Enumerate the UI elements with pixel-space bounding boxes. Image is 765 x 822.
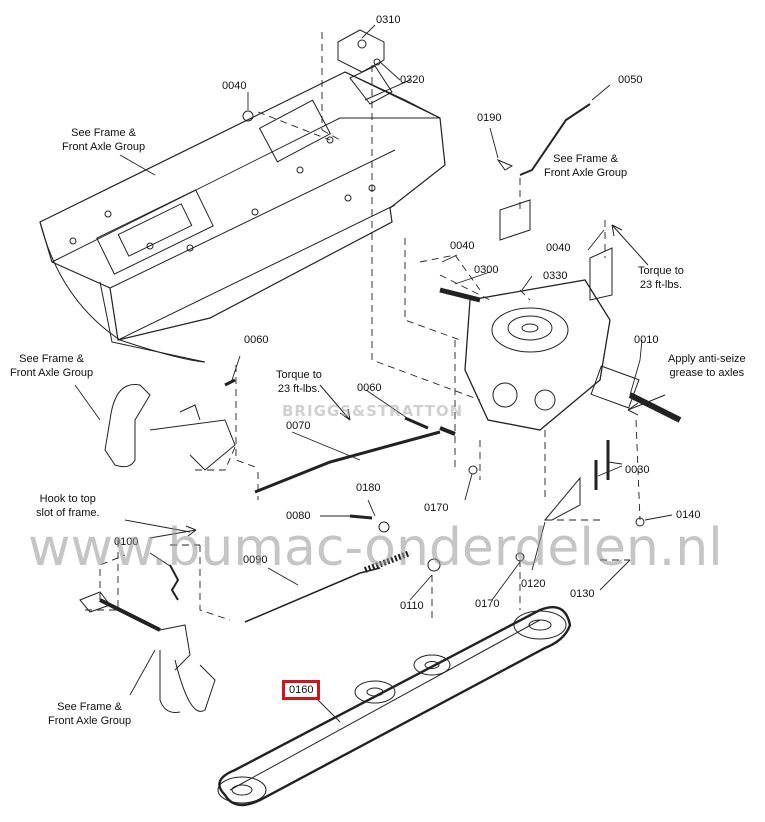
note-torque-mid: Torque to 23 ft-lbs. bbox=[276, 369, 322, 395]
note-torque-right: Torque to 23 ft-lbs. bbox=[638, 265, 684, 291]
bracket-0120 bbox=[543, 476, 581, 521]
bracket-upper bbox=[499, 199, 531, 241]
label-0080: 0080 bbox=[286, 510, 311, 522]
transaxle bbox=[439, 279, 682, 431]
label-0330: 0330 bbox=[543, 270, 568, 282]
site-watermark: www.bumac-onderdelen.nl bbox=[28, 518, 723, 578]
pedal-linkage-left bbox=[104, 383, 236, 471]
label-0160-highlighted: 0160 bbox=[282, 680, 321, 700]
nut-0170-mid bbox=[468, 465, 478, 475]
note-anti-seize: Apply anti-seize grease to axles bbox=[668, 353, 746, 379]
label-0190: 0190 bbox=[477, 112, 502, 124]
label-0040-frame: 0040 bbox=[222, 80, 247, 92]
label-0120: 0120 bbox=[521, 578, 546, 590]
belt-0160 bbox=[217, 605, 572, 807]
label-0100: 0100 bbox=[114, 536, 139, 548]
brand-watermark: BRIGGS&STRATTON bbox=[282, 402, 464, 420]
clip-0190 bbox=[496, 158, 514, 171]
pulley-right bbox=[513, 610, 567, 640]
label-0090: 0090 bbox=[243, 554, 268, 566]
bracket-0310 bbox=[337, 29, 385, 73]
note-frame-bottom: See Frame & Front Axle Group bbox=[48, 701, 132, 727]
arrows bbox=[149, 224, 666, 539]
label-0180: 0180 bbox=[356, 482, 381, 494]
bracket-right bbox=[589, 247, 613, 301]
label-0310: 0310 bbox=[376, 14, 401, 26]
label-0140: 0140 bbox=[676, 509, 701, 521]
rod-0050 bbox=[519, 103, 591, 176]
label-0040-mid: 0040 bbox=[450, 240, 475, 252]
label-0170-lower: 0170 bbox=[475, 598, 500, 610]
pedal-assembly-lower bbox=[79, 591, 216, 713]
label-0060-left: 0060 bbox=[244, 334, 269, 346]
nut-0040-frame bbox=[242, 110, 254, 122]
label-0130: 0130 bbox=[570, 588, 595, 600]
note-hook: Hook to top slot of frame. bbox=[36, 493, 100, 519]
label-0040-right: 0040 bbox=[546, 242, 571, 254]
pin-0060-left bbox=[224, 378, 236, 387]
label-0060-mid: 0060 bbox=[357, 382, 382, 394]
note-frame-mid: See Frame & Front Axle Group bbox=[544, 153, 628, 179]
label-0300: 0300 bbox=[474, 264, 499, 276]
leader-lines bbox=[74, 24, 673, 723]
spring-0100 bbox=[169, 564, 180, 601]
label-0320: 0320 bbox=[400, 74, 425, 86]
frame-assembly bbox=[39, 65, 446, 363]
spring-0090 bbox=[363, 550, 412, 573]
label-0070: 0070 bbox=[286, 420, 311, 432]
cable-0090 bbox=[244, 567, 381, 623]
pulley-center bbox=[354, 680, 396, 704]
bolt-0080 bbox=[349, 514, 373, 520]
note-frame-left: See Frame & Front Axle Group bbox=[10, 353, 94, 379]
label-0050: 0050 bbox=[618, 74, 643, 86]
rod-0070 bbox=[254, 430, 441, 494]
label-0030: 0030 bbox=[625, 464, 650, 476]
washer-0180 bbox=[378, 521, 390, 533]
label-0110: 0110 bbox=[400, 600, 424, 612]
idler-0110 bbox=[427, 558, 441, 572]
label-0170-mid: 0170 bbox=[424, 502, 449, 514]
note-frame-top: See Frame & Front Axle Group bbox=[62, 127, 146, 153]
label-0010: 0010 bbox=[634, 334, 659, 346]
pulley-idler bbox=[413, 654, 451, 676]
pulley-left bbox=[217, 776, 267, 804]
